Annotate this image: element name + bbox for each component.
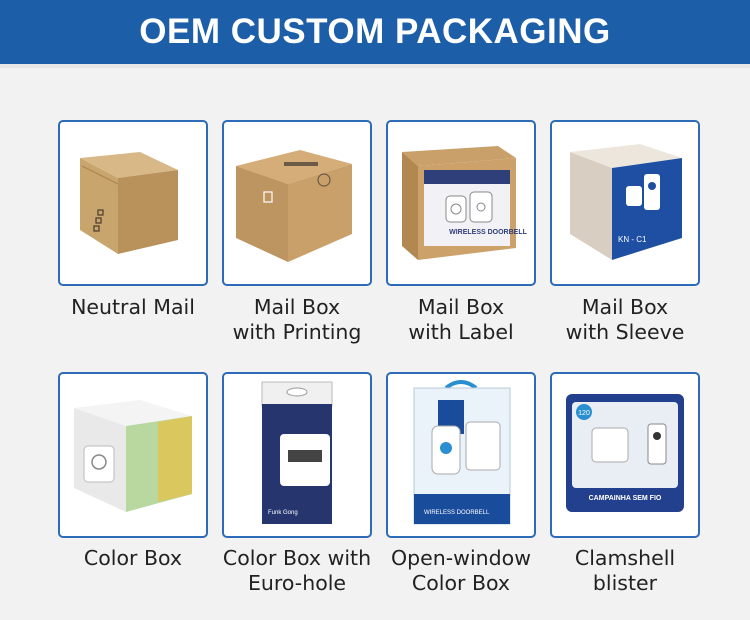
euro-hole-print-text: Funk Gong bbox=[268, 510, 298, 516]
mail-box-sleeve-image: KN - C1 bbox=[570, 144, 682, 260]
page-title: OEM CUSTOM PACKAGING bbox=[139, 12, 611, 51]
product-card-open-window-box[interactable]: WIRELESS DOORBELL bbox=[386, 372, 536, 538]
product-card-mail-box-printing[interactable] bbox=[222, 120, 372, 286]
clamshell-print-text: CAMPAINHA SEM FIO bbox=[589, 495, 662, 502]
color-box-euro-hole-image: Funk Gong bbox=[261, 381, 333, 524]
product-card-clamshell-blister[interactable]: 120 CAMPAINHA SEM FIO bbox=[550, 372, 700, 538]
caption-neutral-mail: Neutral Mail bbox=[71, 295, 195, 319]
product-card-mail-box-sleeve[interactable]: KN - C1 bbox=[550, 120, 700, 286]
sleeve-model-text: KN - C1 bbox=[618, 235, 647, 244]
product-card-mail-box-label[interactable]: WIRELESS DOORBELL bbox=[386, 120, 536, 286]
product-card-color-box-euro-hole[interactable]: Funk Gong bbox=[222, 372, 372, 538]
mail-box-label-image: WIRELESS DOORBELL bbox=[402, 146, 528, 260]
product-card-color-box[interactable] bbox=[58, 372, 208, 538]
window-box-print-text: WIRELESS DOORBELL bbox=[424, 510, 490, 516]
neutral-mail-box-image bbox=[80, 152, 178, 254]
caption-color-box: Color Box bbox=[83, 546, 183, 570]
clamshell-blister-image: 120 CAMPAINHA SEM FIO bbox=[566, 394, 684, 512]
open-window-box-image: WIRELESS DOORBELL bbox=[413, 380, 511, 525]
color-box-image bbox=[74, 400, 192, 512]
mail-box-printing-image bbox=[236, 150, 352, 262]
product-card-neutral-mail[interactable] bbox=[58, 120, 208, 286]
label-box-print-text: WIRELESS DOORBELL bbox=[449, 229, 528, 236]
clamshell-badge-text: 120 bbox=[578, 410, 590, 417]
header-banner: OEM CUSTOM PACKAGING bbox=[0, 0, 750, 68]
